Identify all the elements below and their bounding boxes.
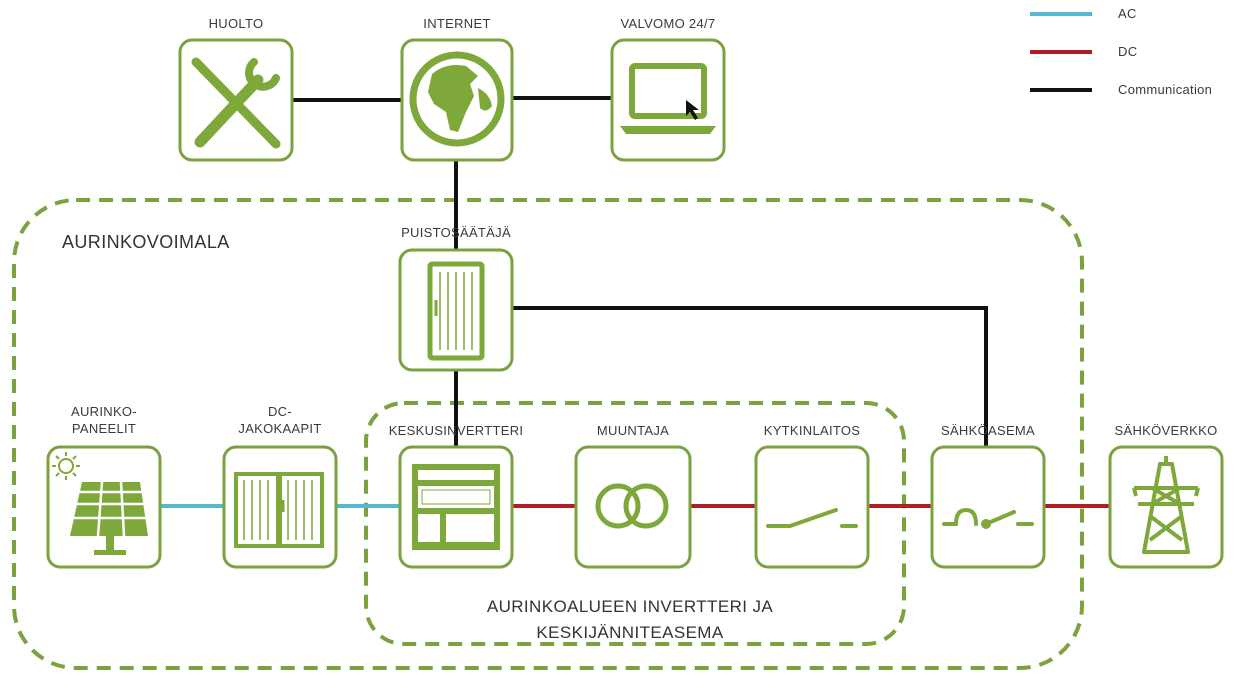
laptop-icon <box>620 63 716 134</box>
inverter-station-zone-label-line2: KESKIJÄNNITEASEMA <box>536 623 724 642</box>
plant-zone-border <box>12 198 1084 670</box>
keskus-label: KESKUSINVERTTERI <box>388 423 524 438</box>
inverter-station-zone-label-line1: AURINKOALUEEN INVERTTERI JA <box>486 597 774 616</box>
substation-icon <box>942 507 1034 529</box>
puisto-label: PUISTOSÄÄTÄJÄ <box>401 225 511 240</box>
globe-icon <box>409 51 505 147</box>
plant-zone-label: AURINKOVOIMALA <box>62 232 230 252</box>
legend-ac-label: AC <box>1118 6 1137 21</box>
inverter-station-zone-label: AURINKOALUEEN INVERTTERI JA KESKIJÄNNITE… <box>470 594 790 646</box>
muuntaja-box <box>574 445 692 569</box>
jakokaapit-label-line2: JAKOKAAPIT <box>238 421 322 436</box>
huolto-label: HUOLTO <box>208 16 264 31</box>
comm-line-puisto-sahkoasema <box>512 306 988 447</box>
sahkoasema-box <box>930 445 1046 569</box>
tools-icon <box>191 57 281 149</box>
muuntaja-label: MUUNTAJA <box>596 423 670 438</box>
paneelit-label-line2: PANEELIT <box>71 421 137 436</box>
sahkoasema-label: SÄHKÖASEMA <box>940 423 1036 438</box>
verkko-label: SÄHKÖVERKKO <box>1114 423 1218 438</box>
solar-panel-icon <box>52 452 148 555</box>
switch-icon <box>766 508 858 528</box>
kytkin-box <box>754 445 870 569</box>
jakokaapit-label: DC- JAKOKAAPIT <box>220 403 340 437</box>
legend-comm-label: Communication <box>1118 82 1213 97</box>
inverter-icon <box>412 464 500 550</box>
verkko-box <box>1108 445 1224 569</box>
legend-dc-label: DC <box>1118 44 1138 59</box>
kytkin-label: KYTKINLAITOS <box>763 423 861 438</box>
valvomo-label: VALVOMO 24/7 <box>620 16 716 31</box>
transformer-icon <box>595 483 669 529</box>
dc-cabinet-icon <box>234 472 324 548</box>
paneelit-label: AURINKO- PANEELIT <box>44 403 164 437</box>
paneelit-label-line1: AURINKO- <box>71 404 137 419</box>
jakokaapit-label-line1: DC- <box>267 404 292 419</box>
pylon-icon <box>1132 456 1200 554</box>
cabinet-icon <box>427 261 485 361</box>
internet-label: INTERNET <box>423 16 491 31</box>
inverter-station-zone-border <box>364 401 906 646</box>
valvomo-box <box>610 38 726 162</box>
